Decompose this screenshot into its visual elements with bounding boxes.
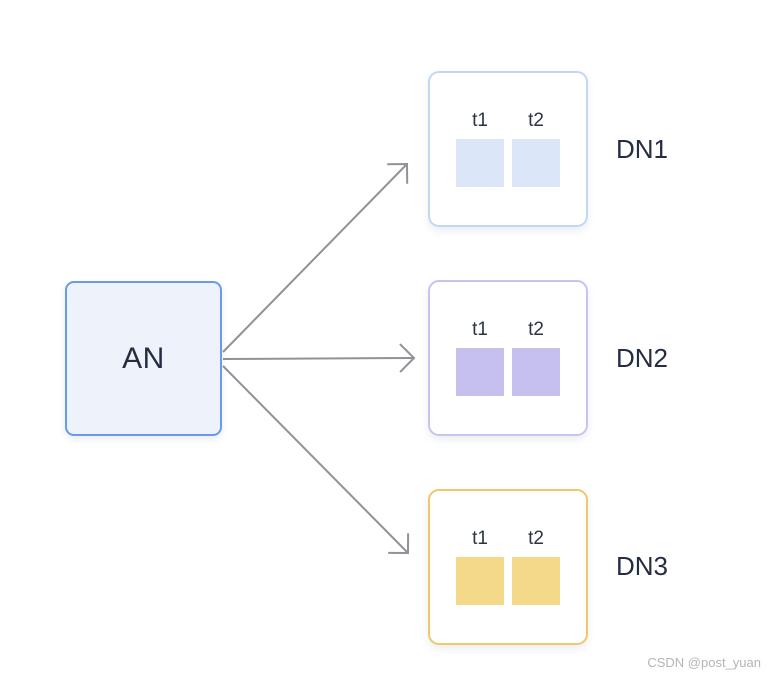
table-square-t2 [512,348,560,396]
dn3-tables: t1 t2 [456,529,560,605]
dn1-tables: t1 t2 [456,111,560,187]
watermark-text: CSDN @post_yuan [647,655,761,670]
table-col: t1 [456,111,504,187]
an-node: AN [65,281,222,436]
dn2-tables: t1 t2 [456,320,560,396]
table-label-t1: t1 [472,528,488,549]
an-node-label: AN [122,341,165,375]
dn2-node: t1 t2 [428,280,588,436]
arrow-an-to-dn1 [222,162,409,353]
table-col: t2 [512,320,560,396]
table-square-t1 [456,557,504,605]
table-col: t2 [512,111,560,187]
table-label-t2: t2 [528,319,544,340]
table-square-t2 [512,557,560,605]
table-col: t1 [456,320,504,396]
arrow-an-to-dn2 [222,343,416,373]
table-label-t2: t2 [528,528,544,549]
table-square-t2 [512,139,560,187]
table-square-t1 [456,348,504,396]
table-square-t1 [456,139,504,187]
table-col: t2 [512,529,560,605]
table-label-t2: t2 [528,110,544,131]
dn3-label: DN3 [616,551,669,581]
dn1-label: DN1 [616,134,669,164]
dn3-node: t1 t2 [428,489,588,645]
table-label-t1: t1 [472,319,488,340]
table-label-t1: t1 [472,110,488,131]
arrow-an-to-dn3 [222,365,410,555]
dn1-node: t1 t2 [428,71,588,227]
table-col: t1 [456,529,504,605]
dn2-label: DN2 [616,343,669,373]
